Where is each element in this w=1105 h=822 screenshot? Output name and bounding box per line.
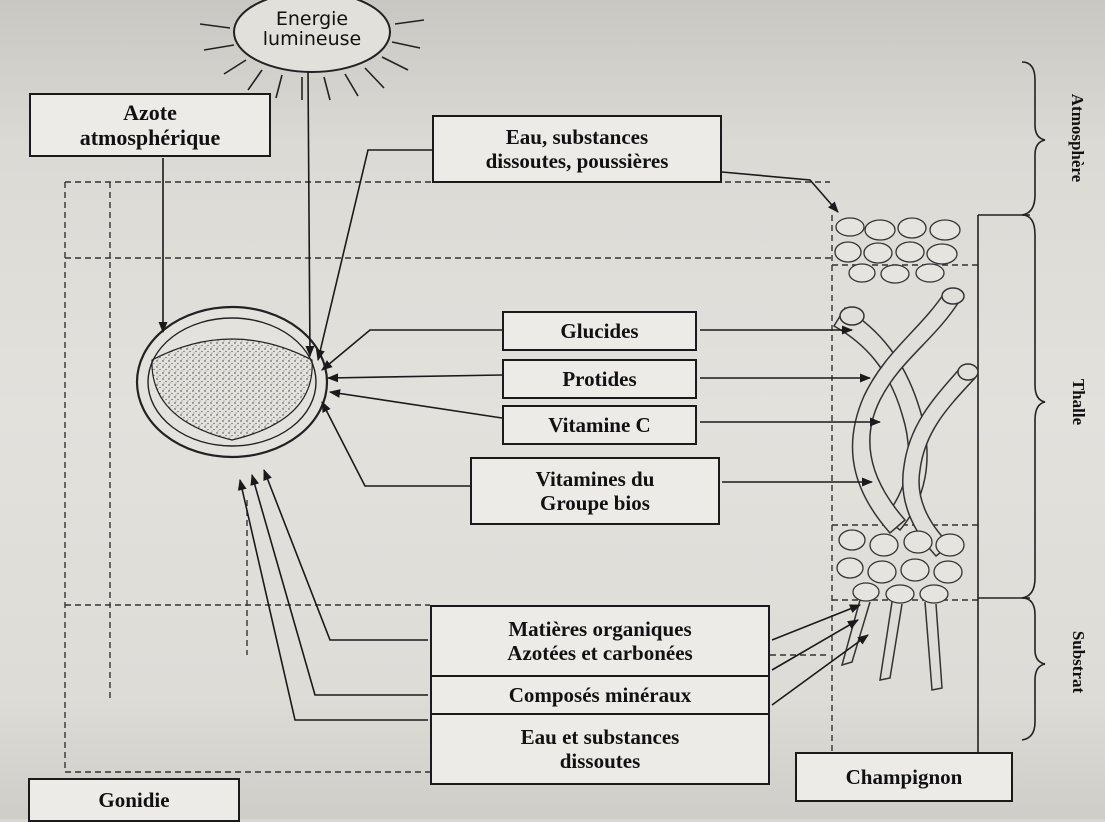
zone-label-substrat: Substrat	[1068, 622, 1088, 702]
zone-braces	[978, 62, 1045, 775]
energy-label: Energie lumineuse	[252, 10, 372, 50]
gonidie-cell	[137, 307, 327, 457]
gonidie-box: Gonidie	[28, 778, 240, 822]
matieres-box: Matières organiques Azotées et carbonées	[430, 605, 770, 677]
zone-label-atmosphere: Atmosphère	[1067, 83, 1087, 193]
eau-substances-box: Eau et substances dissoutes	[430, 713, 770, 785]
upper-cortex-cells	[835, 218, 960, 283]
glucides-box: Glucides	[502, 311, 697, 351]
lower-cortex-cells	[837, 530, 964, 603]
zone-label-thalle: Thalle	[1068, 372, 1088, 432]
rhizines	[842, 600, 942, 690]
azote-box: Azote atmosphérique	[29, 93, 271, 157]
vitamines-bios-box: Vitamines du Groupe bios	[470, 457, 720, 525]
champignon-box: Champignon	[795, 752, 1013, 802]
mineraux-box: Composés minéraux	[430, 675, 770, 715]
eau-poussieres-box: Eau, substances dissoutes, poussières	[432, 115, 722, 183]
protides-box: Protides	[502, 359, 697, 399]
vitamine-c-box: Vitamine C	[502, 405, 697, 445]
